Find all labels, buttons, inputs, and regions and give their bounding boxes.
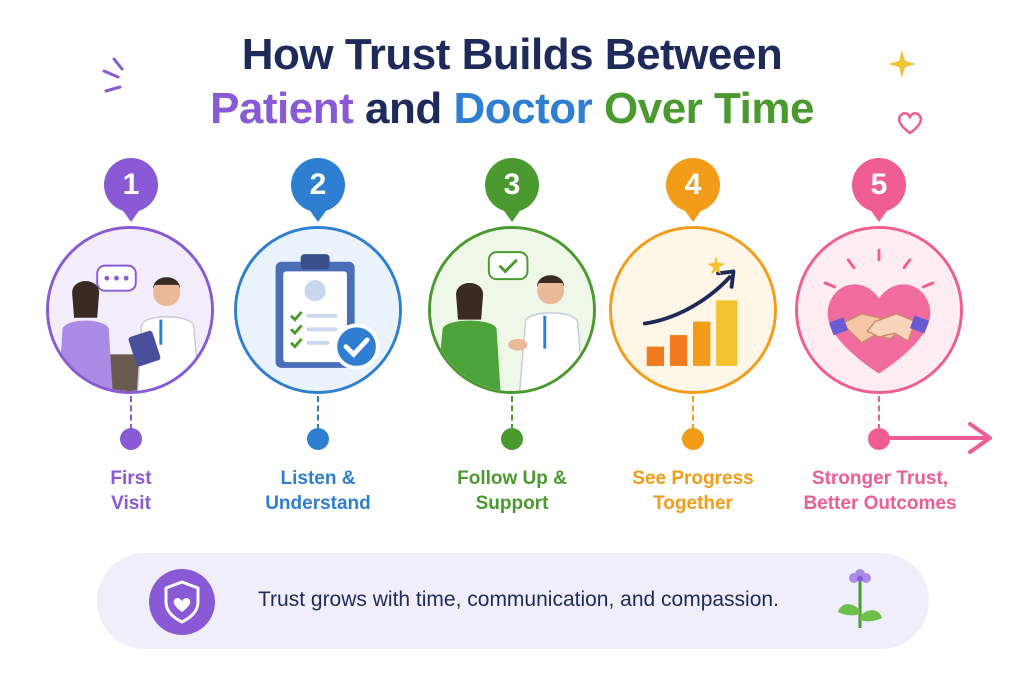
step-label-line-2: Together <box>653 493 733 514</box>
step-label: Stronger Trust, Better Outcomes <box>785 466 975 516</box>
step-connector <box>130 396 132 430</box>
heart-outline-icon <box>897 112 923 135</box>
step-label-line-1: See Progress <box>632 468 754 489</box>
timeline-dot <box>307 428 329 450</box>
step-connector <box>511 396 513 430</box>
timeline-dot <box>501 428 523 450</box>
title-line-2: Patient and Doctor Over Time <box>0 84 1024 134</box>
star-sparkle-icon <box>888 50 916 78</box>
title-line-1: How Trust Builds Between <box>241 30 783 79</box>
step-label-line-2: Visit <box>111 493 151 514</box>
flower-sprout-icon <box>838 569 882 628</box>
title-word-patient: Patient <box>210 84 354 133</box>
step-number-badge: 3 <box>485 158 539 212</box>
sparkle-lines-icon <box>102 57 124 93</box>
timeline-line <box>32 422 992 454</box>
rising-bar-chart-icon <box>609 226 777 394</box>
step-label-line-2: Support <box>475 493 549 514</box>
shield-heart-icon <box>149 569 215 635</box>
step-label-line-1: Follow Up & <box>457 468 567 489</box>
timeline-arrow-icon <box>968 422 992 454</box>
title-word-and: and <box>365 84 442 133</box>
patient-doctor-consultation-icon <box>46 226 214 394</box>
step-label-line-1: Stronger Trust, <box>811 468 949 489</box>
title-word-over-time: Over Time <box>604 84 814 133</box>
step-label-line-2: Better Outcomes <box>803 493 957 514</box>
doctor-supporting-patient-icon <box>428 226 596 394</box>
heart-handshake-icon <box>795 226 963 394</box>
step-label-line-1: First <box>110 468 152 489</box>
step-label-line-1: Listen & <box>280 468 356 489</box>
step-number-badge: 2 <box>291 158 345 212</box>
step-label-line-2: Understand <box>265 493 371 514</box>
step-number-badge: 4 <box>666 158 720 212</box>
step-label: Listen & Understand <box>223 466 413 516</box>
step-label: See Progress Together <box>598 466 788 516</box>
summary-text: Trust grows with time, communication, an… <box>258 588 779 611</box>
step-connector <box>692 396 694 430</box>
step-number-badge: 1 <box>104 158 158 212</box>
step-label: First Visit <box>36 466 226 516</box>
timeline-dot <box>868 428 890 450</box>
step-connector <box>878 396 880 430</box>
clipboard-checklist-icon <box>234 226 402 394</box>
timeline-dot <box>120 428 142 450</box>
step-number-badge: 5 <box>852 158 906 212</box>
summary-banner <box>97 553 929 649</box>
title-word-doctor: Doctor <box>453 84 593 133</box>
step-connector <box>317 396 319 430</box>
timeline-dot <box>682 428 704 450</box>
step-label: Follow Up & Support <box>417 466 607 516</box>
